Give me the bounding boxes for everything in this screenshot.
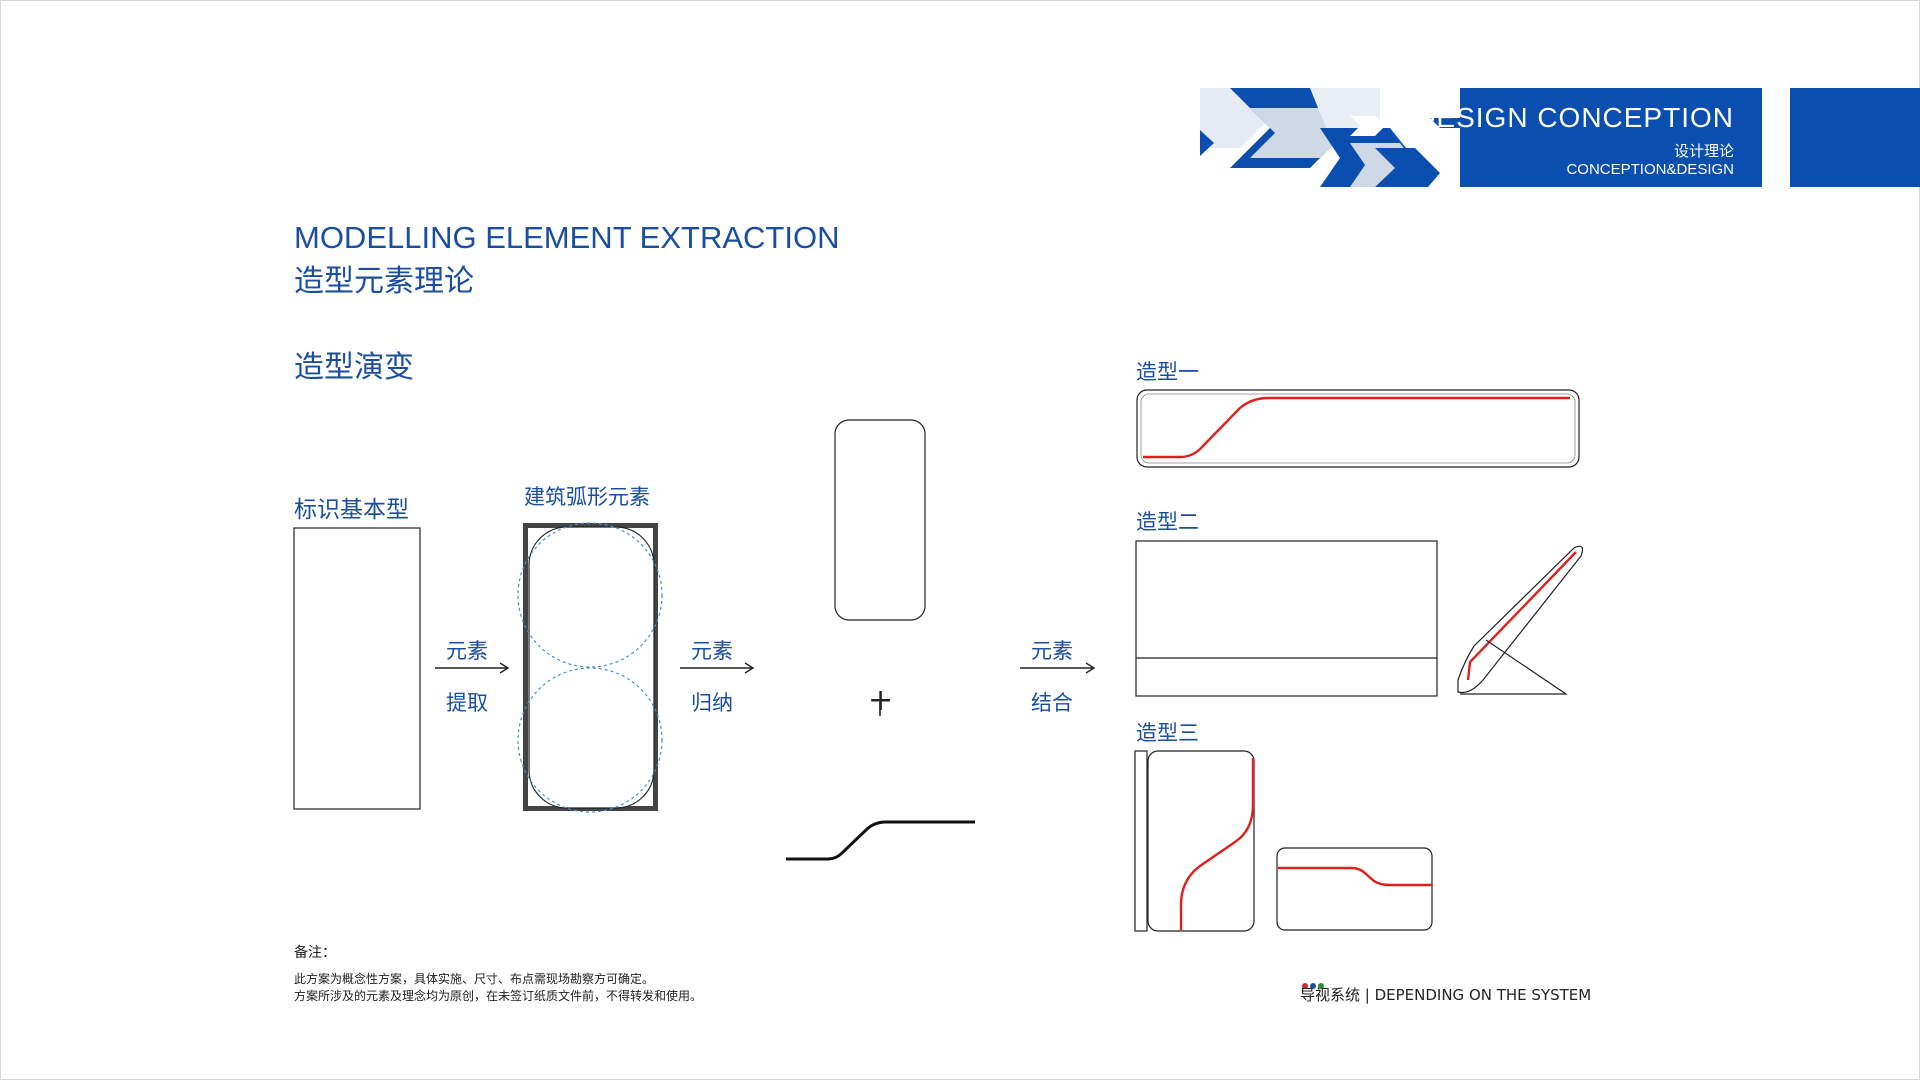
variant-one-label: 造型一 xyxy=(1136,360,1199,384)
arc-element-label: 建筑弧形元素 xyxy=(524,485,650,509)
header-subtitle-en: CONCEPTION&DESIGN xyxy=(1566,161,1734,178)
variant-one-shape xyxy=(1136,389,1580,468)
notes-title: 备注： xyxy=(294,945,336,961)
notes-line-1: 此方案为概念性方案，具体实施、尺寸、布点需现场勘察方可确定。 xyxy=(294,972,655,986)
step-summarize-top: 元素 xyxy=(691,639,733,663)
header-banner: DESIGN CONCEPTION 设计理论 CONCEPTION&DESIGN xyxy=(1200,88,1762,187)
step-extract-top: 元素 xyxy=(446,639,488,663)
page-title-en: MODELLING ELEMENT EXTRACTION xyxy=(294,220,840,255)
footer-text: 导视系统 | DEPENDING ON THE SYSTEM xyxy=(1300,986,1592,1004)
step-combine-bottom: 结合 xyxy=(1031,691,1073,715)
arc-element-shape xyxy=(517,522,663,813)
step-summarize-bottom: 归纳 xyxy=(691,691,733,715)
step-combine-top: 元素 xyxy=(1031,639,1073,663)
arrow-pattern-graphic xyxy=(1200,88,1462,187)
header-side-block xyxy=(1790,88,1920,187)
footer-dot-blue xyxy=(1310,983,1316,989)
basic-shape xyxy=(293,527,421,810)
step-extract-bottom: 提取 xyxy=(446,691,488,715)
arrow-combine xyxy=(1020,662,1096,674)
variant-two-label: 造型二 xyxy=(1136,510,1199,534)
header-subtitle-cn: 设计理论 xyxy=(1673,142,1734,160)
variant-two-shape xyxy=(1135,540,1584,697)
footer-dots xyxy=(1302,974,1326,993)
header-title: DESIGN CONCEPTION xyxy=(1415,102,1734,133)
plus-sign-text: + xyxy=(868,683,894,718)
section-title: 造型演变 xyxy=(294,350,414,385)
variant-three-label: 造型三 xyxy=(1136,721,1199,745)
arrow-extract xyxy=(435,662,510,674)
page-title-cn: 造型元素理论 xyxy=(294,264,474,299)
curve-line-shape xyxy=(786,820,975,861)
variant-three-shape xyxy=(1134,750,1433,932)
footer-dot-red xyxy=(1302,983,1308,989)
rounded-shape xyxy=(834,419,926,621)
basic-shape-label: 标识基本型 xyxy=(294,497,409,523)
footer-dot-green xyxy=(1318,983,1324,989)
notes-line-2: 方案所涉及的元素及理念均为原创，在未签订纸质文件前，不得转发和使用。 xyxy=(294,989,703,1003)
arrow-summarize xyxy=(680,662,755,674)
